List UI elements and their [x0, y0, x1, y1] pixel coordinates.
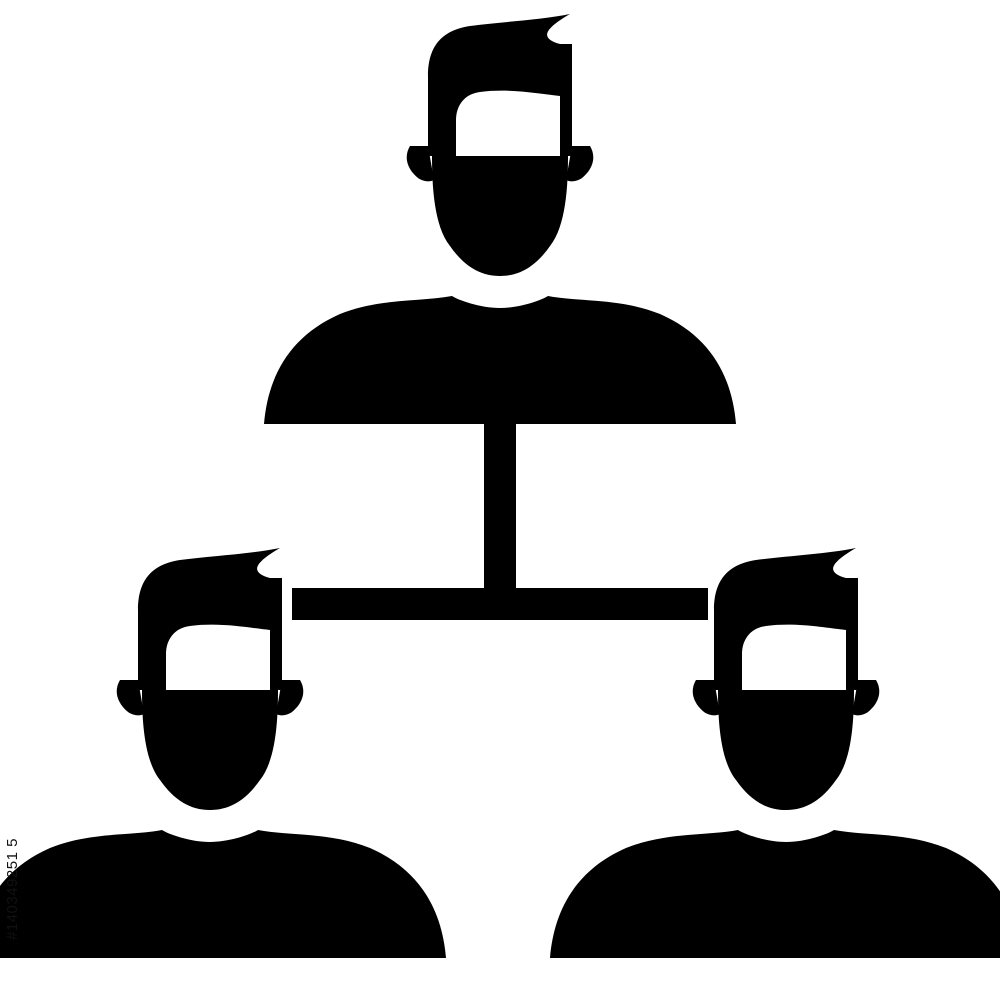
horizontal-connector [292, 588, 708, 620]
person-icon [264, 14, 736, 424]
stock-id-watermark: #140349251 5 [4, 838, 21, 940]
connector-lines [292, 414, 708, 620]
vertical-connector [484, 414, 516, 604]
